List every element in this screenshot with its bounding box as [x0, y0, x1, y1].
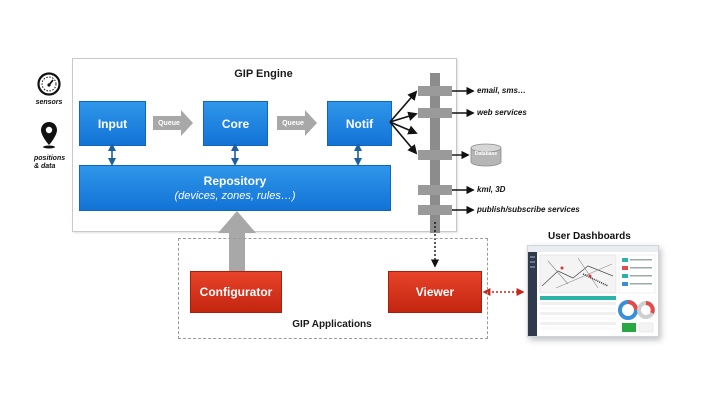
- positions-label: positions & data: [26, 155, 80, 171]
- notif-label: Notif: [345, 116, 374, 131]
- dashboard-screenshot: [527, 245, 659, 337]
- core-box[interactable]: Core: [203, 101, 268, 146]
- input-label: Input: [97, 116, 128, 131]
- output-pubsub: publish/subscribe services: [477, 205, 580, 214]
- bus-node-4: [418, 185, 452, 195]
- gip-engine-title: GIP Engine: [234, 68, 293, 80]
- notif-box[interactable]: Notif: [327, 101, 392, 146]
- dashboard-thumbnail: [528, 246, 658, 336]
- output-web-services: web services: [477, 108, 527, 117]
- queue-label-2: Queue: [282, 119, 304, 127]
- bus-node-1: [418, 86, 452, 96]
- core-label: Core: [221, 116, 250, 131]
- repository-subtitle: (devices, zones, rules…): [174, 190, 296, 202]
- viewer-label: Viewer: [415, 285, 455, 299]
- sensors-label: sensors: [35, 99, 63, 106]
- gip-applications-title: GIP Applications: [292, 319, 372, 330]
- configurator-label: Configurator: [199, 285, 273, 299]
- queue-arrow-1: [153, 110, 193, 136]
- database-label: Database: [474, 151, 498, 157]
- map-pin-icon: [40, 121, 58, 149]
- gip-applications-container: [178, 238, 488, 339]
- user-dashboards-title: User Dashboards: [548, 231, 631, 242]
- configurator-box[interactable]: Configurator: [190, 271, 282, 313]
- bus-node-2: [418, 108, 452, 118]
- configurator-up-arrow: [218, 211, 256, 271]
- bus-node-5: [418, 205, 452, 215]
- repository-box[interactable]: Repository (devices, zones, rules…): [79, 165, 391, 211]
- sensors-icon: [37, 72, 61, 96]
- output-email: email, sms…: [477, 86, 526, 95]
- bus-node-3: [418, 150, 452, 160]
- database-icon: [470, 143, 502, 167]
- output-kml: kml, 3D: [477, 185, 506, 194]
- input-box[interactable]: Input: [79, 101, 146, 146]
- repository-title: Repository: [203, 174, 267, 188]
- queue-label-1: Queue: [158, 119, 180, 127]
- queue-arrow-2: [277, 110, 317, 136]
- positions-label-line1: positions: [34, 155, 66, 162]
- positions-label-line2: & data: [34, 163, 56, 170]
- viewer-box[interactable]: Viewer: [388, 271, 482, 313]
